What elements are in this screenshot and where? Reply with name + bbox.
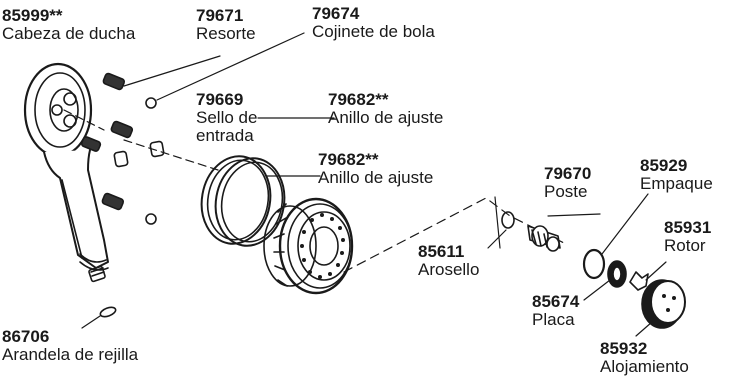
label-adjusting-ring-2: 79682** Anillo de ajuste [318,151,433,187]
part-number: 85999** [2,6,63,25]
part-name: Cojinete de bola [312,21,435,41]
part-number: 79670 [544,164,592,183]
part-name: Cabeza de ducha [2,23,136,43]
part-name: Anillo de ajuste [328,107,444,127]
part-number: 85674 [532,292,580,311]
part-name: Empaque [640,173,713,193]
assembly-path [343,197,567,273]
label-shower-head: 85999** Cabeza de ducha [2,7,135,43]
label-inlet-seal: 79669 Sello de entrada [196,91,257,145]
part-number: 79682** [328,90,389,109]
label-spring: 79671 Resorte [196,7,256,43]
label-o-ring: 85611 Arosello [418,243,479,279]
label-plate: 85674 Placa [532,293,579,329]
part-number: 86706 [2,327,50,346]
part-number: 85611 [418,242,465,261]
label-rotor: 85931 Rotor [664,219,711,255]
part-name: Rotor [664,235,706,255]
part-name: Placa [532,309,575,329]
label-post: 79670 Poste [544,165,591,201]
part-number: 85932 [600,339,648,358]
part-number: 79682** [318,150,379,169]
screen-washer-drawing [81,306,117,329]
label-adjusting-ring-1: 79682** Anillo de ajuste [328,91,443,127]
label-ball-bearing: 79674 Cojinete de bola [312,5,435,41]
part-name: Arosello [418,259,480,279]
part-name: Alojamiento [600,356,689,376]
part-name-line1: Sello de [196,107,258,127]
part-name: Anillo de ajuste [318,167,434,187]
part-number: 79671 [196,6,244,25]
part-number: 85931 [664,218,712,237]
spray-face-drawing [263,197,354,295]
springs-and-bearings [63,32,305,225]
part-name: Poste [544,181,588,201]
part-number: 79674 [312,4,360,23]
part-number: 85929 [640,156,688,175]
post-drawing [487,211,601,252]
part-name-line2: entrada [196,125,254,145]
label-gasket: 85929 Empaque [640,157,713,193]
label-housing: 85932 Alojamiento [600,340,689,376]
small-parts-drawing [582,193,686,337]
part-number: 79669 [196,90,244,109]
shower-head-drawing [23,62,109,283]
part-name: Resorte [196,23,256,43]
label-screen-washer: 86706 Arandela de rejilla [2,328,138,364]
part-name: Arandela de rejilla [2,344,139,364]
